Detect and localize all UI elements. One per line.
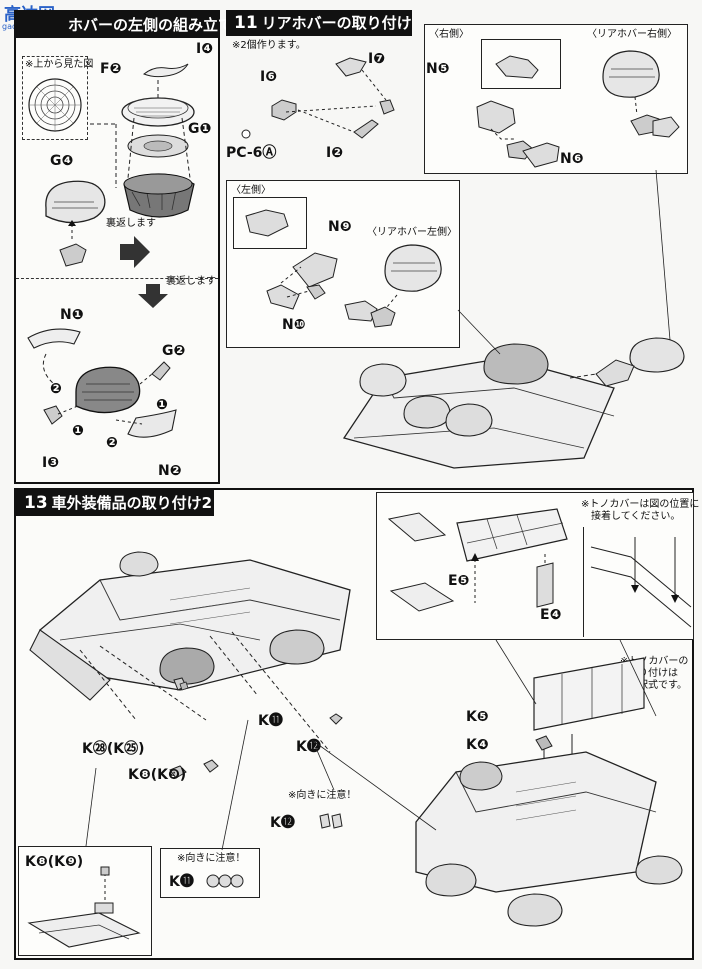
k8-detail-inset: K❽(K❾)	[18, 846, 152, 956]
k12-part-detail	[319, 813, 343, 829]
label-k11: K⓫	[258, 713, 283, 729]
section-10-header: ホバーの左側の組み立て	[16, 12, 233, 38]
turn-over-note-1: 裏返します	[106, 218, 156, 229]
attention-note-2: ※向きに注意！	[177, 853, 246, 864]
vehicle-rear-hover-drawing	[342, 337, 685, 469]
label-k12-attention: K⓬	[270, 815, 295, 831]
label-n9: N❾	[328, 219, 352, 235]
right-side-label: 〈右側〉	[429, 29, 469, 40]
section-11-title: リアホバーの取り付け	[261, 14, 412, 32]
label-i2: I❷	[326, 145, 344, 161]
turn-over-note-2: 裏返します	[166, 276, 216, 287]
left-detail-part	[245, 209, 289, 237]
label-n5: N❺	[426, 61, 450, 77]
label-k11-attention: K⓫	[169, 874, 194, 890]
cover-note: ※トノカバーは図の位置に 接着してください。	[581, 499, 699, 523]
attention-note-1: ※向きに注意！	[288, 790, 357, 801]
label-k5: K❺	[466, 709, 489, 725]
label-k12: K⓬	[296, 739, 321, 755]
right-side-parts	[476, 50, 680, 168]
rear-hover-left-label: 〈リアホバー左側〉	[367, 227, 457, 238]
label-i6: I❻	[260, 69, 278, 85]
optional-note-line-1: ※トノカバーの	[620, 656, 689, 667]
label-i7: I❼	[368, 51, 386, 67]
label-k8-9: K❽(K❾)	[128, 767, 187, 783]
label-f2: F❷	[100, 61, 122, 77]
label-g4: G❹	[50, 153, 74, 169]
left-side-inset: 〈左側〉 〈リアホバー左側〉	[226, 180, 460, 348]
cover-note-line-2: 接着してください。	[591, 511, 681, 522]
vehicle-front-drawing	[29, 551, 351, 753]
label-pc6: PC-6Ⓐ	[226, 145, 277, 161]
cover-divider	[583, 527, 584, 637]
label-g2: G❷	[162, 343, 186, 359]
section-10-panel: ホバーの左側の組み立て ※上から見た図	[14, 10, 233, 484]
section-11-number: 11	[234, 13, 258, 33]
cover-placement-drawing	[590, 537, 692, 628]
turn-over-arrow	[138, 284, 168, 308]
right-detail-inset	[481, 39, 561, 89]
vehicle-with-cover-drawing	[415, 657, 683, 927]
fan-top-view	[28, 78, 82, 132]
section-10-title: ホバーの左側の組み立て	[68, 16, 234, 34]
tonneau-cover-inset: ※トノカバーは図の位置に 接着してください。	[376, 492, 699, 640]
left-detail-inset	[233, 197, 307, 249]
section-13-guide-lines	[85, 639, 657, 851]
cover-note-line-1: ※トノカバーは図の位置に	[581, 499, 700, 510]
k11-attention-inset: ※向きに注意！ K⓫	[160, 848, 260, 898]
optional-note-line-2: 取り付けは	[628, 668, 678, 679]
label-k28-25: K㉘(K㉕)	[82, 741, 145, 757]
top-view-inset: ※上から見た図	[22, 56, 93, 140]
hover-underside-drawing	[27, 328, 177, 438]
label-e4: E❹	[540, 607, 562, 623]
right-side-inset: 〈右側〉 〈リアホバー右側〉	[424, 24, 688, 174]
step-marker-d: ❷	[106, 435, 118, 451]
left-side-parts	[266, 244, 442, 328]
optional-note-line-3: 選択式です。	[628, 680, 687, 691]
rear-hover-right-label: 〈リアホバー右側〉	[587, 29, 677, 40]
k8-detail-drawing	[27, 866, 141, 948]
guide-lines	[457, 169, 671, 355]
right-detail-part	[495, 55, 539, 79]
section-10-divider	[16, 278, 218, 279]
equipment-parts-drawing	[169, 677, 343, 779]
rear-hover-parts-drawing	[241, 57, 395, 139]
step-marker-b: ❶	[156, 397, 168, 413]
optional-cover-note: ※トノカバーの 取り付けは 選択式です。	[620, 656, 688, 692]
label-k8-9-inset: K❽(K❾)	[25, 854, 84, 870]
step-marker-c: ❶	[72, 423, 84, 439]
label-g1: G❶	[188, 121, 212, 137]
left-side-label: 〈左側〉	[231, 185, 271, 196]
section-13-number: 13	[24, 493, 48, 513]
step-marker-a: ❷	[50, 381, 62, 397]
label-n2: N❷	[158, 463, 182, 479]
label-n1: N❶	[60, 307, 84, 323]
label-n6: N❻	[560, 151, 584, 167]
cover-parts-drawing	[387, 508, 568, 612]
section-11-note: ※2個作ります。	[232, 40, 306, 51]
label-e5: E❺	[448, 573, 470, 589]
top-view-note: ※上から見た図	[25, 59, 94, 70]
label-n10: N❿	[282, 317, 306, 333]
label-i4: I❹	[196, 41, 214, 57]
k11-part-detail	[206, 874, 244, 888]
hover-exploded-drawing	[45, 63, 195, 268]
label-i3: I❸	[42, 455, 60, 471]
section-13-title: 車外装備品の取り付け2	[51, 494, 213, 512]
label-k4: K❹	[466, 737, 489, 753]
